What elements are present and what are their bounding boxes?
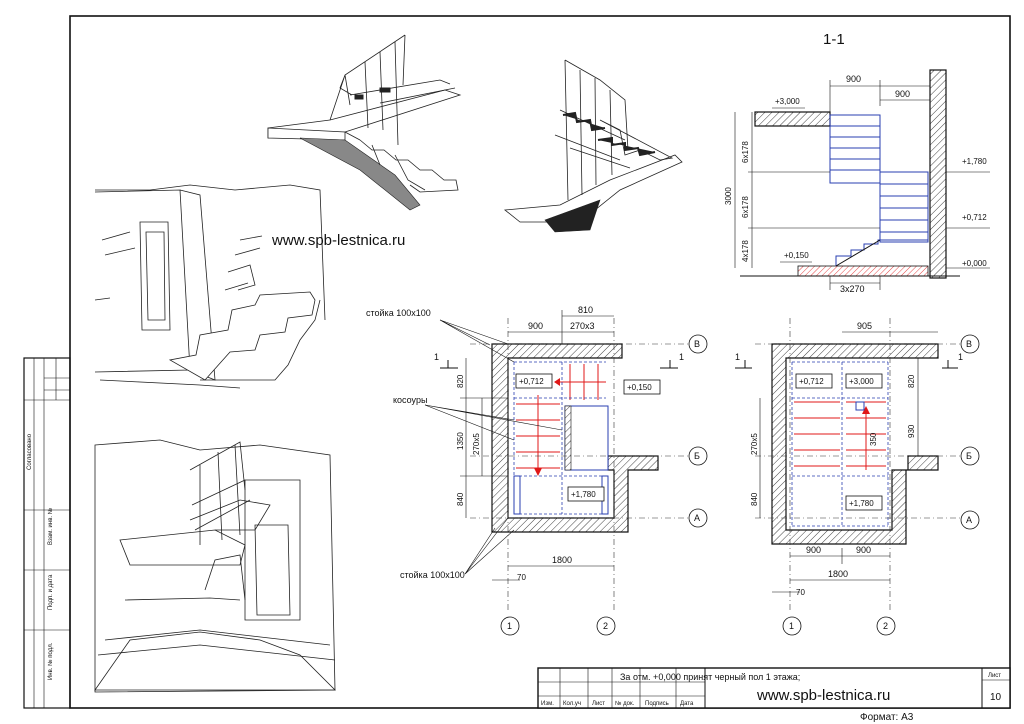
section-dim-left-2: 6x178: [741, 196, 750, 218]
side-stamp-approved: Согласовано: [27, 433, 33, 470]
title-block-website[interactable]: www.spb-lestnica.ru: [756, 687, 890, 704]
stair-3d-sketch-top-left: [267, 34, 462, 211]
plan1-axis-a: А: [694, 513, 700, 523]
title-block: За отм. +0,000 принят черный пол 1 этажа…: [537, 667, 1011, 723]
stamp-col-doc: № док.: [615, 700, 635, 707]
section-level-0712: +0,712: [962, 213, 987, 222]
plan1-dim-270x5: 270x5: [472, 433, 481, 455]
side-stamp-sign: Подп. и дата: [48, 574, 54, 610]
plan1-dim-1800: 1800: [552, 555, 572, 565]
plan2-level-0712: +0,712: [799, 377, 824, 386]
plan2-axis-2: 2: [883, 621, 888, 631]
section-level-top: +3,000: [775, 97, 800, 106]
section-title: 1-1: [823, 31, 845, 48]
section-dim-top-2: 900: [895, 89, 910, 99]
plan2-level-1780: +1,780: [849, 499, 874, 508]
sheet-number: 10: [990, 692, 1002, 703]
plan2-dim-905: 905: [857, 321, 872, 331]
interior-sketch-left: [94, 184, 326, 389]
plan2-dim-820: 820: [907, 374, 916, 388]
plan2-walls: [771, 343, 939, 545]
sheet-label: Лист: [988, 673, 1001, 679]
plan2-dim-900-right: 900: [856, 545, 871, 555]
plan2-section-mark-right: 1: [958, 352, 963, 362]
plan2-dim-70: 70: [796, 588, 805, 597]
plan1-level-0150: +0,150: [627, 383, 652, 392]
section-dim-top-1: 900: [846, 74, 861, 84]
stamp-col-sign: Подпись: [645, 701, 669, 707]
section-top-slab: [754, 111, 831, 127]
plan2-axis-a: А: [966, 515, 972, 525]
plan2-dim-930: 930: [907, 424, 916, 438]
plan-2: В Б А 1 2 +0,712 +3,000 +1,780 905 270x5…: [735, 318, 980, 636]
plan2-dim-350: 350: [869, 432, 878, 446]
plan2-section-mark-left: 1: [735, 352, 740, 362]
plan2-axis-v: В: [966, 339, 972, 349]
format-label: Формат: А3: [860, 712, 914, 723]
plan1-dim-70: 70: [517, 573, 526, 582]
plan2-level-3000: +3,000: [849, 377, 874, 386]
plan1-post-label-top: стойка 100х100: [366, 308, 431, 318]
plan2-axis-b: Б: [966, 451, 972, 461]
plan1-axis-b: Б: [694, 451, 700, 461]
side-stamp: Согласовано Взам. инв. № Подп. и дата Ин…: [23, 357, 71, 709]
plan2-dim-840: 840: [750, 492, 759, 506]
plan1-dim-900: 900: [528, 321, 543, 331]
side-stamp-replace: Взам. инв. №: [47, 508, 54, 545]
section-level-1780: +1,780: [962, 157, 987, 166]
section-level-0000: +0,000: [962, 259, 987, 268]
section-floor: [797, 265, 929, 277]
plan-1: В Б А 1 2 +0,712 +0,150 +1,780 810 900 2…: [366, 305, 708, 636]
plan1-dim-270x3: 270x3: [570, 321, 595, 331]
plan1-dim-1350: 1350: [456, 432, 465, 450]
section-total-height: 3000: [724, 187, 733, 205]
plan1-level-1780: +1,780: [571, 490, 596, 499]
plan1-section-mark-left: 1: [434, 352, 439, 362]
plan2-axis-1: 1: [789, 621, 794, 631]
section-view: 1-1 900 900 +3,000: [724, 31, 990, 294]
plan1-axis-1: 1: [507, 621, 512, 631]
plan1-level-0712: +0,712: [519, 377, 544, 386]
title-block-note: За отм. +0,000 принят черный пол 1 этажа…: [620, 672, 800, 682]
section-dim-bottom: 3x270: [840, 284, 865, 294]
section-dim-left-3: 4x178: [741, 240, 750, 262]
plan2-dim-1800: 1800: [828, 569, 848, 579]
plan1-section-mark-right: 1: [679, 352, 684, 362]
plan2-dim-900-left: 900: [806, 545, 821, 555]
stamp-col-kolch: Кол.уч: [563, 701, 581, 707]
section-wall: [929, 69, 947, 279]
plan1-stringer-label: косоуры: [393, 395, 427, 405]
stamp-col-date: Дата: [680, 701, 694, 707]
stamp-col-list: Лист: [592, 701, 605, 707]
plan1-post-label-bottom: стойка 100х100: [400, 570, 465, 580]
website-label[interactable]: www.spb-lestnica.ru: [271, 232, 405, 249]
plan1-dim-820: 820: [456, 374, 465, 388]
stamp-col-izm: Изм.: [541, 701, 554, 707]
plan1-dim-840: 840: [456, 492, 465, 506]
plan1-axis-v: В: [694, 339, 700, 349]
stair-3d-sketch-top-right: [503, 59, 683, 233]
plan2-dim-270x5: 270x5: [750, 433, 759, 455]
interior-sketch-left-bottom: [94, 439, 336, 693]
section-dim-left-1: 6x178: [741, 141, 750, 163]
plan1-axis-2: 2: [603, 621, 608, 631]
plan1-dim-810: 810: [578, 305, 593, 315]
section-level-small: +0,150: [784, 251, 809, 260]
side-stamp-inv: Инв. № подл.: [47, 642, 54, 680]
